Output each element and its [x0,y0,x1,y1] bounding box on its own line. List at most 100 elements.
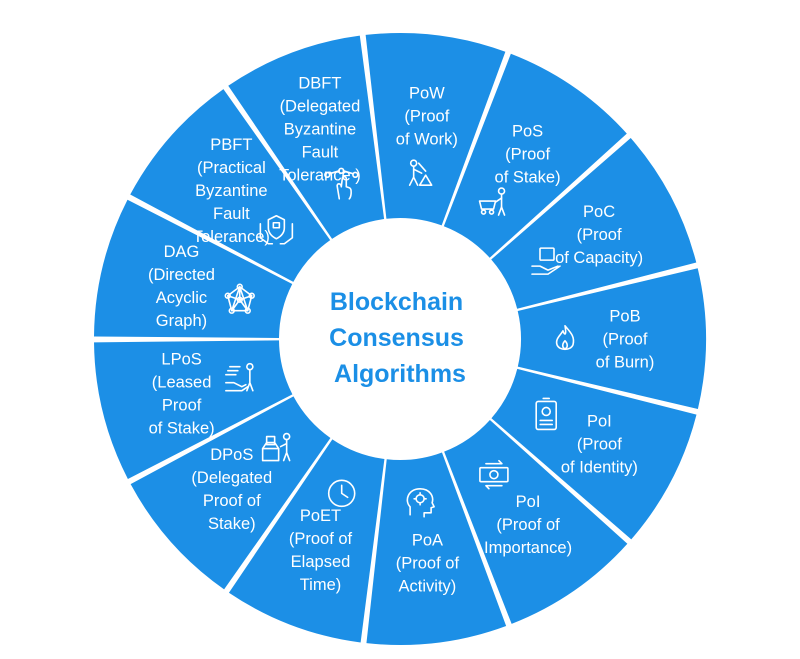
segment-poa-wedge [366,452,507,645]
segment-poc-label: PoC (Proof of Capacity) [555,203,643,267]
segment-poi-identity-label-line: of Identity) [561,458,638,476]
segment-dpos-label-line: Stake) [208,515,256,533]
segment-pow-label-line: (Proof [404,108,449,126]
segment-poi-importance-label-line: PoI [516,493,541,511]
segment-dbft-label-line: Fault [302,144,339,162]
segment-pos-label-line: of Stake) [495,169,561,187]
center-circle [282,221,518,457]
segment-pow-wedge [365,32,506,226]
segment-pos-label-line: (Proof [505,146,550,164]
segment-poi-importance-label-line: (Proof of [496,516,560,534]
segment-pbft-label-line: Fault [213,205,250,223]
segment-pos-wedge [443,53,627,258]
segment-pob-wedge [517,268,706,409]
segment-poa-label-line: PoA [412,531,443,549]
segment-poet-label-line: PoET [300,507,341,525]
segment-dbft-label-line: Byzantine [284,121,356,139]
segment-poet-label-line: Elapsed [291,553,351,571]
segment-pob-label-line: PoB [609,308,640,326]
hand-box-icon [531,247,561,275]
segment-pow-label-line: PoW [409,85,445,103]
center-line-1: Blockchain [330,288,463,316]
segment-poet-label-line: (Proof of [289,530,353,548]
segment-poc-label-line: PoC [583,203,615,221]
segment-pow-label: PoW (Proof of Work) [396,85,458,149]
id-badge-icon [535,397,558,431]
segment-poi-importance-label: PoI (Proof of Importance) [484,493,572,557]
center-line-3: Algorithms [334,360,466,388]
segment-poa: PoA (Proof of Activity) [366,452,507,645]
segment-poc-label-line: (Proof [577,226,622,244]
segment-dpos-label-line: (Delegated [191,469,272,487]
segment-pow-label-line: of Work) [396,131,458,149]
segment-pos-label-line: PoS [512,123,543,141]
segment-dbft-label-line: DBFT [298,75,341,93]
segment-pob: PoB (Proof of Burn) [517,268,706,409]
segment-dpos-wedge [130,396,331,590]
segment-poa-label: PoA (Proof of Activity) [396,531,460,595]
segment-lpos-label-line: Proof [162,397,202,415]
segment-pbft-label-line: Byzantine [195,182,267,200]
lease-hand-icon [225,362,254,392]
segment-poi-importance-wedge [444,419,628,624]
segment-pow: PoW (Proof of Work) [365,32,506,226]
segment-lpos-label-line: of Stake) [149,420,215,438]
segment-pob-label-line: of Burn) [596,354,655,372]
segments-layer: PoW (Proof of Work) PoS (Proof of Stake) PoC (P… [94,32,706,645]
segment-pbft-label-line: Tolerance) [193,228,270,246]
head-gear-icon [406,487,435,518]
segment-dag-label-line: (Directed [148,266,215,284]
segment-poi-identity: PoI (Proof of Identity) [491,368,697,540]
segment-dbft-label-line: (Delegated [280,98,361,116]
segment-poi-identity-label-line: PoI [587,412,612,430]
segment-poc-label-line: of Capacity) [555,249,643,267]
segment-poet-label-line: Time) [300,576,342,594]
segment-dag-label-line: DAG [164,243,200,261]
segment-dpos-label-line: DPoS [210,446,253,464]
segment-dag-label-line: Acyclic [156,289,207,307]
segment-poet-wedge [228,439,385,643]
segment-poi-importance-label-line: Importance) [484,539,572,557]
voting-icon [261,432,291,462]
segment-poa-label-line: Activity) [399,577,457,595]
segment-poi-identity-label: PoI (Proof of Identity) [561,412,638,476]
segment-pos: PoS (Proof of Stake) [443,53,627,258]
segment-poa-label-line: (Proof of [396,554,460,572]
segment-dbft-wedge [228,35,385,239]
center-title: Blockchain Consensus Algorithms [329,288,471,388]
segment-poc-wedge [491,137,697,309]
segment-pbft-label-line: PBFT [210,136,252,154]
segment-lpos-label-line: (Leased [152,374,212,392]
fire-icon [555,324,575,351]
segment-pob-label: PoB (Proof of Burn) [596,308,655,372]
segment-lpos-wedge [94,340,293,479]
segment-dpos-label-line: Proof of [203,492,261,510]
segment-lpos-label-line: LPoS [161,351,201,369]
segment-dbft-label-line: Tolerance ) [279,167,361,185]
miner-icon [408,159,433,186]
cart-worker-icon [478,187,506,216]
segment-pbft-label-line: (Practical [197,159,266,177]
shield-hands-icon [259,214,294,245]
segment-pob-label-line: (Proof [603,331,648,349]
clock-icon [327,479,356,508]
segment-poi-identity-label-line: (Proof [577,435,622,453]
segment-poi-importance: PoI (Proof of Importance) [444,419,628,624]
center-line-2: Consensus [329,324,464,352]
touch-network-icon [324,167,359,200]
segment-pbft-wedge [130,89,331,282]
segment-dag-label-line: Graph) [156,312,207,330]
segment-pos-label: PoS (Proof of Stake) [495,123,561,187]
